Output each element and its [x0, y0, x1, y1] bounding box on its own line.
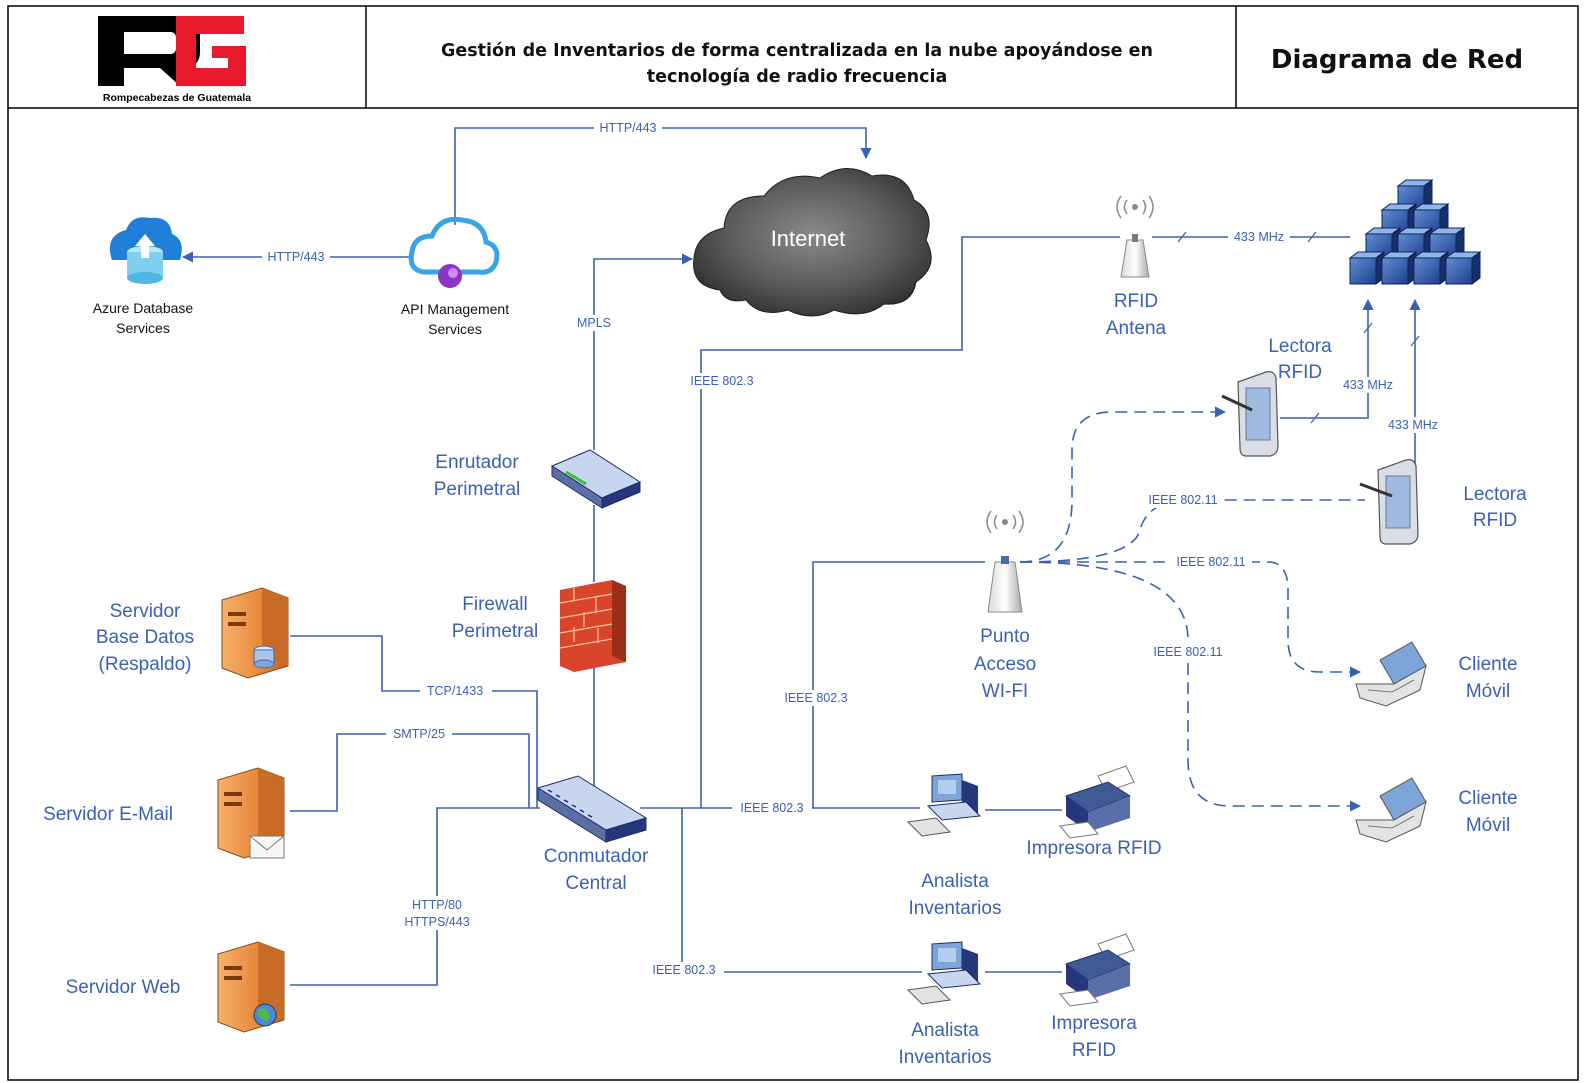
- label-api-internet: HTTP/443: [600, 121, 657, 135]
- label-switch-ap: IEEE 802.3: [784, 691, 847, 705]
- link-mail-switch: [290, 733, 530, 812]
- link-router-internet: [593, 253, 694, 450]
- mobile-client-2-icon: [1355, 777, 1427, 843]
- rfid-antenna-icon: [1116, 195, 1154, 278]
- label-reader1-inventory: 433 MHz: [1343, 378, 1393, 392]
- link-switch-analyst2: [681, 808, 922, 973]
- analyst-1-workstation-icon: [906, 773, 982, 837]
- wifi-ap-label-line1: Punto: [980, 626, 1030, 647]
- wifi-access-point-icon: [986, 510, 1024, 613]
- router-label-line2: Perimetral: [434, 479, 521, 500]
- router-label-line1: Enrutador: [435, 452, 519, 473]
- reader1-label-line1: Lectora: [1268, 336, 1332, 357]
- label-ap-mobile1: IEEE 802.11: [1176, 555, 1245, 569]
- link-switch-ap: [812, 561, 985, 808]
- db-server-label-line2: Base Datos: [96, 627, 194, 648]
- rfid-antenna-label-line2: Antena: [1106, 318, 1167, 339]
- firewall-icon: [559, 580, 626, 672]
- analyst2-label-line2: Inventarios: [899, 1047, 992, 1068]
- mobile1-label-line2: Móvil: [1466, 681, 1510, 702]
- label-web-switch-1: HTTP/80: [412, 898, 462, 912]
- mobile2-label-line2: Móvil: [1466, 815, 1510, 836]
- wireless-connections: [1019, 406, 1365, 812]
- analyst1-label-line2: Inventarios: [909, 898, 1002, 919]
- reader2-label-line1: Lectora: [1463, 484, 1527, 505]
- printer2-label-line2: RFID: [1072, 1040, 1116, 1061]
- label-switch-analyst1: IEEE 802.3: [740, 801, 803, 815]
- printer-2-icon: [1059, 933, 1135, 1007]
- firewall-label-line1: Firewall: [462, 594, 527, 615]
- db-server-label-line1: Servidor: [110, 601, 181, 622]
- printer2-label-line1: Impresora: [1051, 1013, 1137, 1034]
- link-reader1-inventory: [1280, 298, 1374, 419]
- label-web-switch-2: HTTPS/443: [404, 915, 469, 929]
- label-switch-analyst2: IEEE 802.3: [652, 963, 715, 977]
- db-server-label-line3: (Respaldo): [99, 654, 192, 675]
- header-title-line2: tecnología de radio frecuencia: [647, 67, 948, 87]
- switch-label-line1: Conmutador: [544, 846, 649, 867]
- mobile1-label-line1: Cliente: [1458, 654, 1517, 675]
- api-management-icon: [408, 216, 500, 288]
- box: [1380, 251, 1418, 285]
- label-api-azure: HTTP/443: [268, 250, 325, 264]
- web-server-icon: [217, 941, 285, 1033]
- label-reader2-inventory: 433 MHz: [1388, 418, 1438, 432]
- label-switch-antenna: IEEE 802.3: [690, 374, 753, 388]
- rfid-reader-1-icon: [1221, 371, 1279, 457]
- link-labels: HTTP/443 HTTP/443 MPLS IEEE 802.3 433 MH…: [262, 120, 1444, 978]
- rfid-antenna-label-line1: RFID: [1114, 291, 1158, 312]
- link-db-switch: [290, 635, 538, 808]
- company-logo: Rompecabezas de Guatemala: [98, 16, 251, 104]
- logo-caption: Rompecabezas de Guatemala: [103, 92, 251, 104]
- firewall-label-line2: Perimetral: [452, 621, 539, 642]
- printer1-label: Impresora RFID: [1026, 838, 1161, 859]
- rfid-reader-2-icon: [1359, 459, 1419, 545]
- printer-1-icon: [1059, 765, 1135, 839]
- internet-cloud-icon: Internet: [693, 168, 932, 317]
- web-server-label: Servidor Web: [66, 977, 181, 998]
- label-antenna-inventory: 433 MHz: [1234, 230, 1284, 244]
- reader1-label-line2: RFID: [1278, 362, 1322, 383]
- analyst-2-workstation-icon: [906, 941, 982, 1005]
- label-mail-switch: SMTP/25: [393, 727, 445, 741]
- label-ap-reader2: IEEE 802.11: [1148, 493, 1217, 507]
- inventory-boxes-icon: [1348, 179, 1482, 285]
- label-db-switch: TCP/1433: [427, 684, 483, 698]
- mail-server-icon: [217, 767, 285, 859]
- label-mpls: MPLS: [577, 316, 611, 330]
- wifi-ap-label-line3: WI-FI: [982, 681, 1028, 702]
- label-ap-mobile2: IEEE 802.11: [1153, 645, 1222, 659]
- link-ap-mobile1: [1020, 561, 1362, 678]
- link-ap-reader1: [1019, 406, 1227, 563]
- switch-icon: [536, 775, 648, 843]
- switch-label-line2: Central: [565, 873, 626, 894]
- header-title-line1: Gestión de Inventarios de forma centrali…: [441, 41, 1153, 61]
- analyst2-label-line1: Analista: [911, 1020, 979, 1041]
- azure-label-line1: Azure Database: [93, 300, 194, 316]
- api-label-line1: API Management: [401, 301, 509, 317]
- azure-label-line2: Services: [116, 320, 170, 336]
- box: [1412, 251, 1450, 285]
- box: [1348, 251, 1386, 285]
- box: [1444, 251, 1482, 285]
- link-tick-marks: [1177, 231, 1420, 424]
- link-ap-mobile2: [1019, 561, 1362, 812]
- header-doc-type: Diagrama de Red: [1271, 45, 1523, 75]
- azure-database-icon: [109, 217, 182, 284]
- api-label-line2: Services: [428, 321, 482, 337]
- reader2-label-line2: RFID: [1473, 510, 1517, 531]
- db-server-icon: [221, 587, 289, 679]
- mobile-client-1-icon: [1355, 641, 1427, 707]
- link-switch-antenna: [700, 236, 1120, 808]
- mail-server-label: Servidor E-Mail: [43, 804, 173, 825]
- internet-label: Internet: [771, 226, 846, 251]
- page-frame: [7, 5, 1579, 1081]
- router-icon: [550, 449, 642, 509]
- wifi-ap-label-line2: Acceso: [974, 654, 1036, 675]
- mobile2-label-line1: Cliente: [1458, 788, 1517, 809]
- analyst1-label-line1: Analista: [921, 871, 989, 892]
